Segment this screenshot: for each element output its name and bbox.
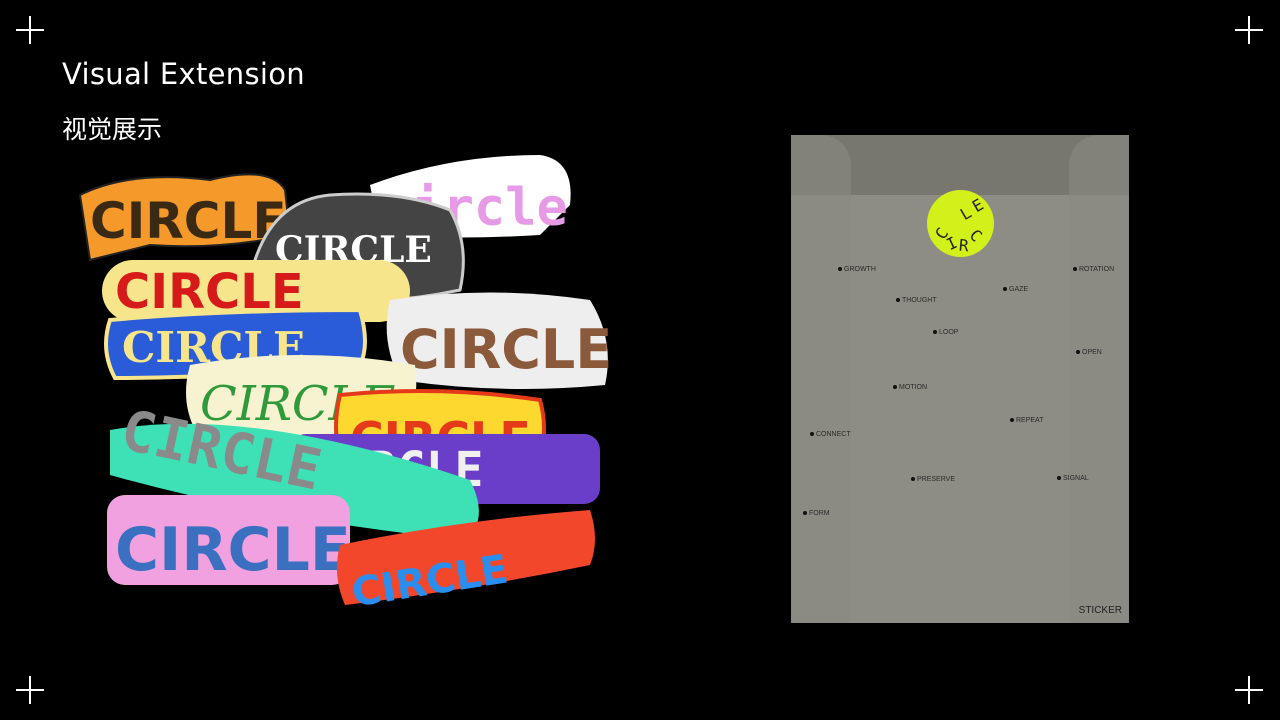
corner-crosshair-icon (1235, 16, 1263, 44)
corner-crosshair-icon (1235, 676, 1263, 704)
card-word: CONNECT (810, 431, 851, 438)
card-label: STICKER (1078, 605, 1122, 616)
card-word: ROTATION (1073, 266, 1114, 273)
sticker-collage-art: CIRCLE circle CIRCLE CIRCLE CIRCLE CIRCL… (78, 155, 612, 610)
page-title: Visual Extension (62, 57, 305, 91)
card-word: REPEAT (1010, 417, 1044, 424)
card-word: GROWTH (838, 266, 876, 273)
page-subtitle: 视觉展示 (62, 115, 163, 144)
card-body (791, 195, 1129, 623)
card-word: OPEN (1076, 349, 1102, 356)
sticker-circle-pink: CIRCLE (107, 495, 351, 585)
sticker-card: C I R C L E GROWTH ROTATION THOUGHT GAZE… (791, 135, 1129, 623)
card-word: SIGNAL (1057, 475, 1089, 482)
sticker-circle-brown: CIRCLE (386, 292, 612, 389)
card-word: FORM (803, 510, 830, 517)
circle-badge-logo: C I R C L E (927, 190, 994, 257)
card-word: GAZE (1003, 286, 1028, 293)
sticker-collage: CIRCLE circle CIRCLE CIRCLE CIRCLE CIRCL… (70, 150, 630, 610)
corner-crosshair-icon (16, 16, 44, 44)
card-word: LOOP (933, 329, 958, 336)
card-word: THOUGHT (896, 297, 937, 304)
sticker-text: CIRCLE (115, 515, 351, 585)
card-word: PRESERVE (911, 476, 955, 483)
corner-crosshair-icon (16, 676, 44, 704)
sticker-circle-orange: CIRCLE (78, 173, 292, 262)
card-word: MOTION (893, 384, 927, 391)
sticker-text: CIRCLE (90, 192, 287, 250)
sticker-text: CIRCLE (400, 318, 612, 381)
